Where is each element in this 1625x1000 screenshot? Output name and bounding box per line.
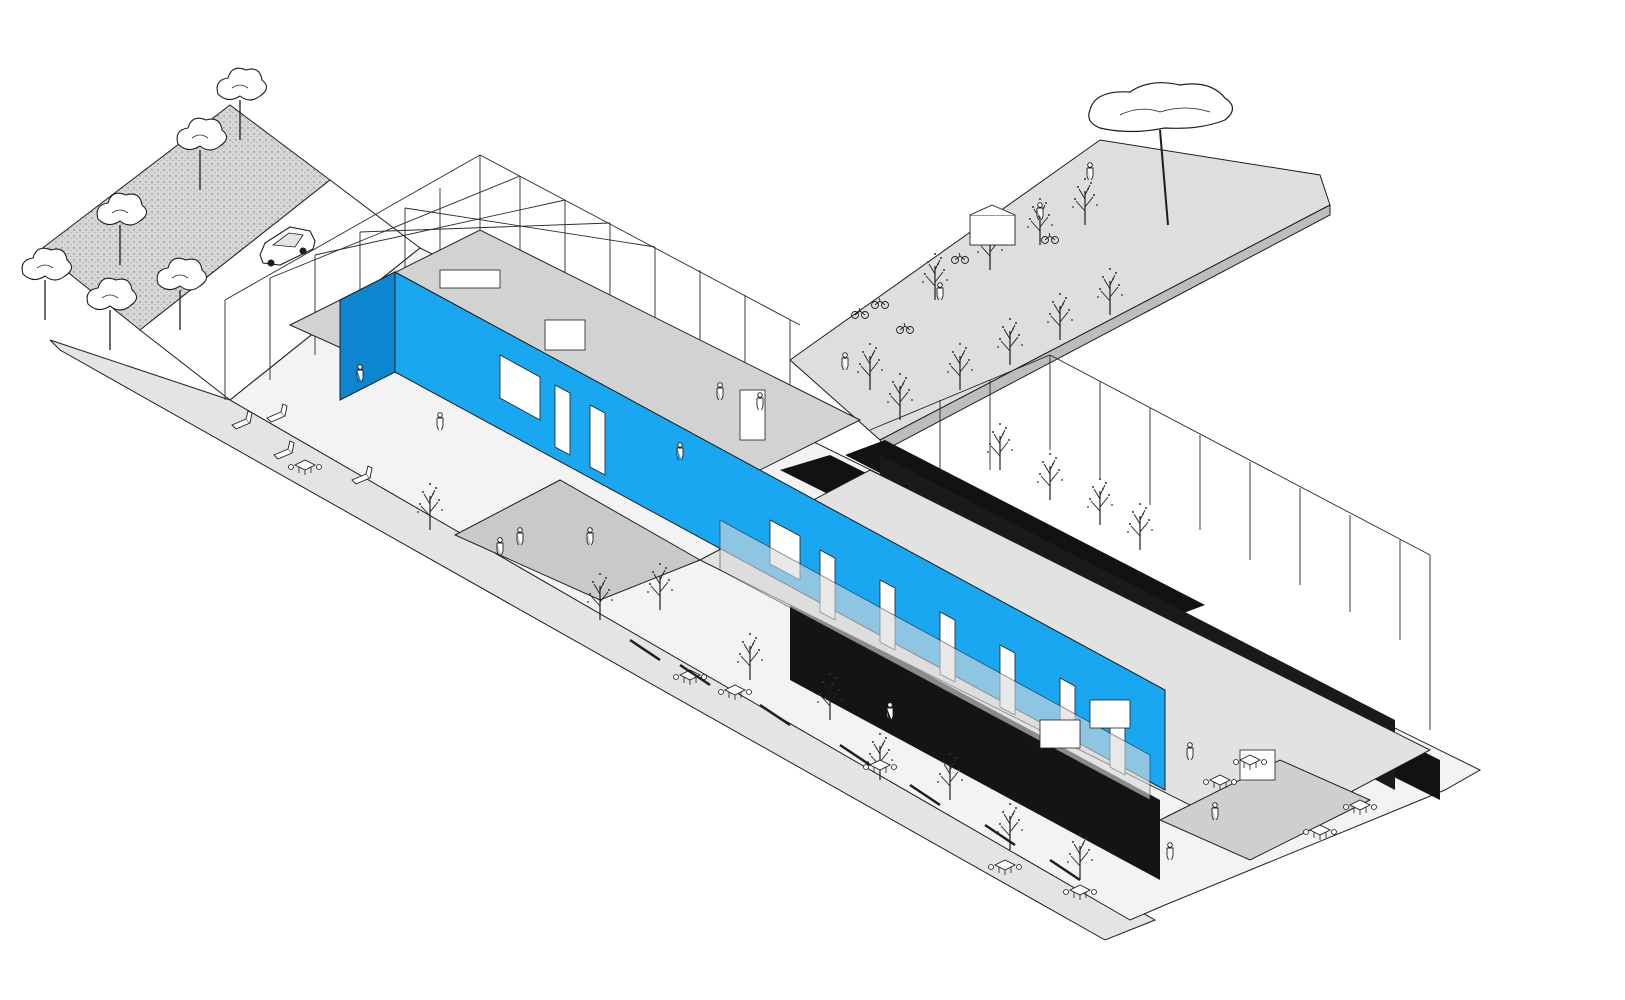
umbrella-pine-icon <box>1088 82 1234 226</box>
tree-icon <box>21 247 73 321</box>
car-icon <box>259 226 316 267</box>
planter-dividers <box>629 638 1081 882</box>
partition-panel <box>739 389 766 441</box>
foundation-band <box>790 600 1160 880</box>
kiosk <box>544 319 586 351</box>
counter <box>1039 719 1081 749</box>
counter <box>1089 699 1131 729</box>
tree-icon <box>1126 502 1154 551</box>
park-avenue <box>789 139 1331 441</box>
interior-furniture <box>439 269 1276 781</box>
work-table <box>439 269 501 289</box>
tree-icon <box>1086 477 1114 526</box>
tree-icon <box>1036 452 1064 501</box>
blue-wall-end-face <box>339 271 396 401</box>
park-kiosk <box>969 204 1016 246</box>
cafe-booth <box>1239 749 1276 781</box>
sidewalk-plane <box>49 339 1157 941</box>
tree-icon <box>986 422 1014 471</box>
